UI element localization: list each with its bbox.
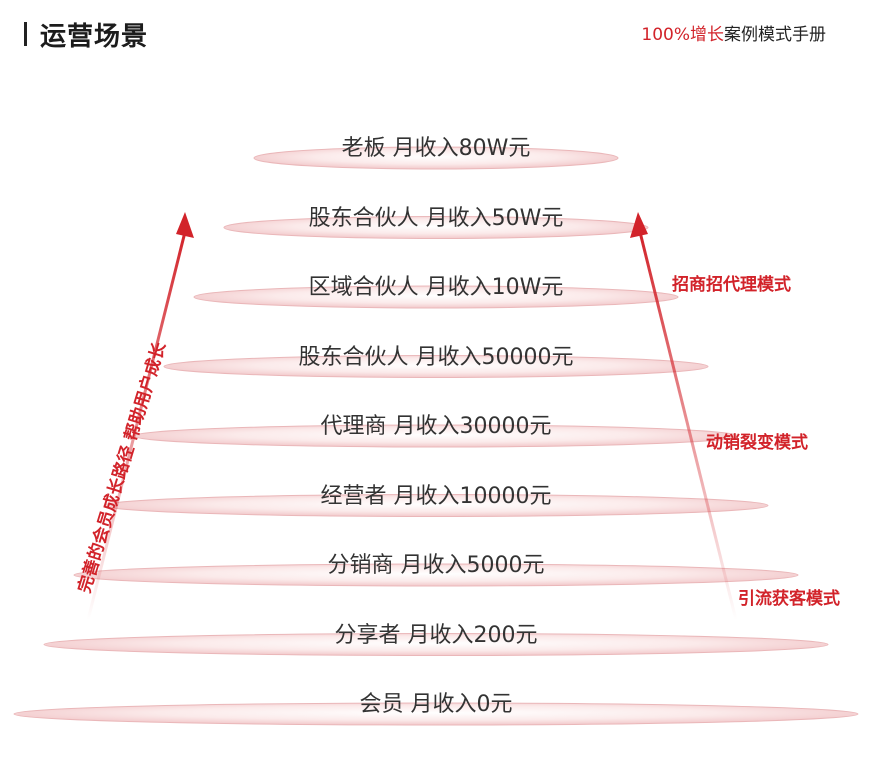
level-label: 分销商 月收入5000元 [327, 553, 545, 578]
left-growth-arrow-line [86, 231, 187, 621]
level-label: 区域合伙人 月收入10W元 [308, 275, 564, 300]
level-base-ellipse [253, 146, 619, 170]
level-label: 经营者 月收入10000元 [320, 483, 552, 509]
level-label: 分享者 月收入200元 [334, 622, 538, 648]
level-base-ellipse [43, 633, 829, 656]
level-label: 老板 月收入80W元 [341, 136, 531, 161]
level-base-ellipse [193, 285, 679, 309]
right-label-recruit: 招商招代理模式 [672, 275, 791, 295]
level-label: 代理商 月收入30000元 [320, 414, 552, 439]
level-label: 股东合伙人 月收入50W元 [308, 205, 564, 231]
right-label-traffic: 引流获客模式 [738, 589, 840, 609]
right-label-viral: 动销裂变模式 [706, 433, 808, 453]
subtitle-rest: 案例模式手册 [724, 25, 826, 45]
level-base-ellipse [103, 494, 769, 517]
level-base-ellipse [223, 216, 649, 239]
right-growth-arrow-head [630, 212, 648, 238]
level-base-ellipse [13, 702, 859, 726]
left-growth-arrow-head [176, 212, 194, 238]
title-accent-bar [24, 22, 27, 46]
subtitle-highlight: 100%增长 [641, 25, 724, 45]
right-growth-arrow-line [638, 231, 738, 621]
level-base-ellipse [163, 355, 709, 378]
level-label: 股东合伙人 月收入50000元 [298, 344, 574, 370]
page-subtitle: 100%增长案例模式手册 [641, 20, 826, 45]
level-base-ellipse [73, 563, 799, 587]
page-title: 运营场景 [40, 22, 149, 52]
level-label: 会员 月收入0元 [359, 692, 513, 717]
